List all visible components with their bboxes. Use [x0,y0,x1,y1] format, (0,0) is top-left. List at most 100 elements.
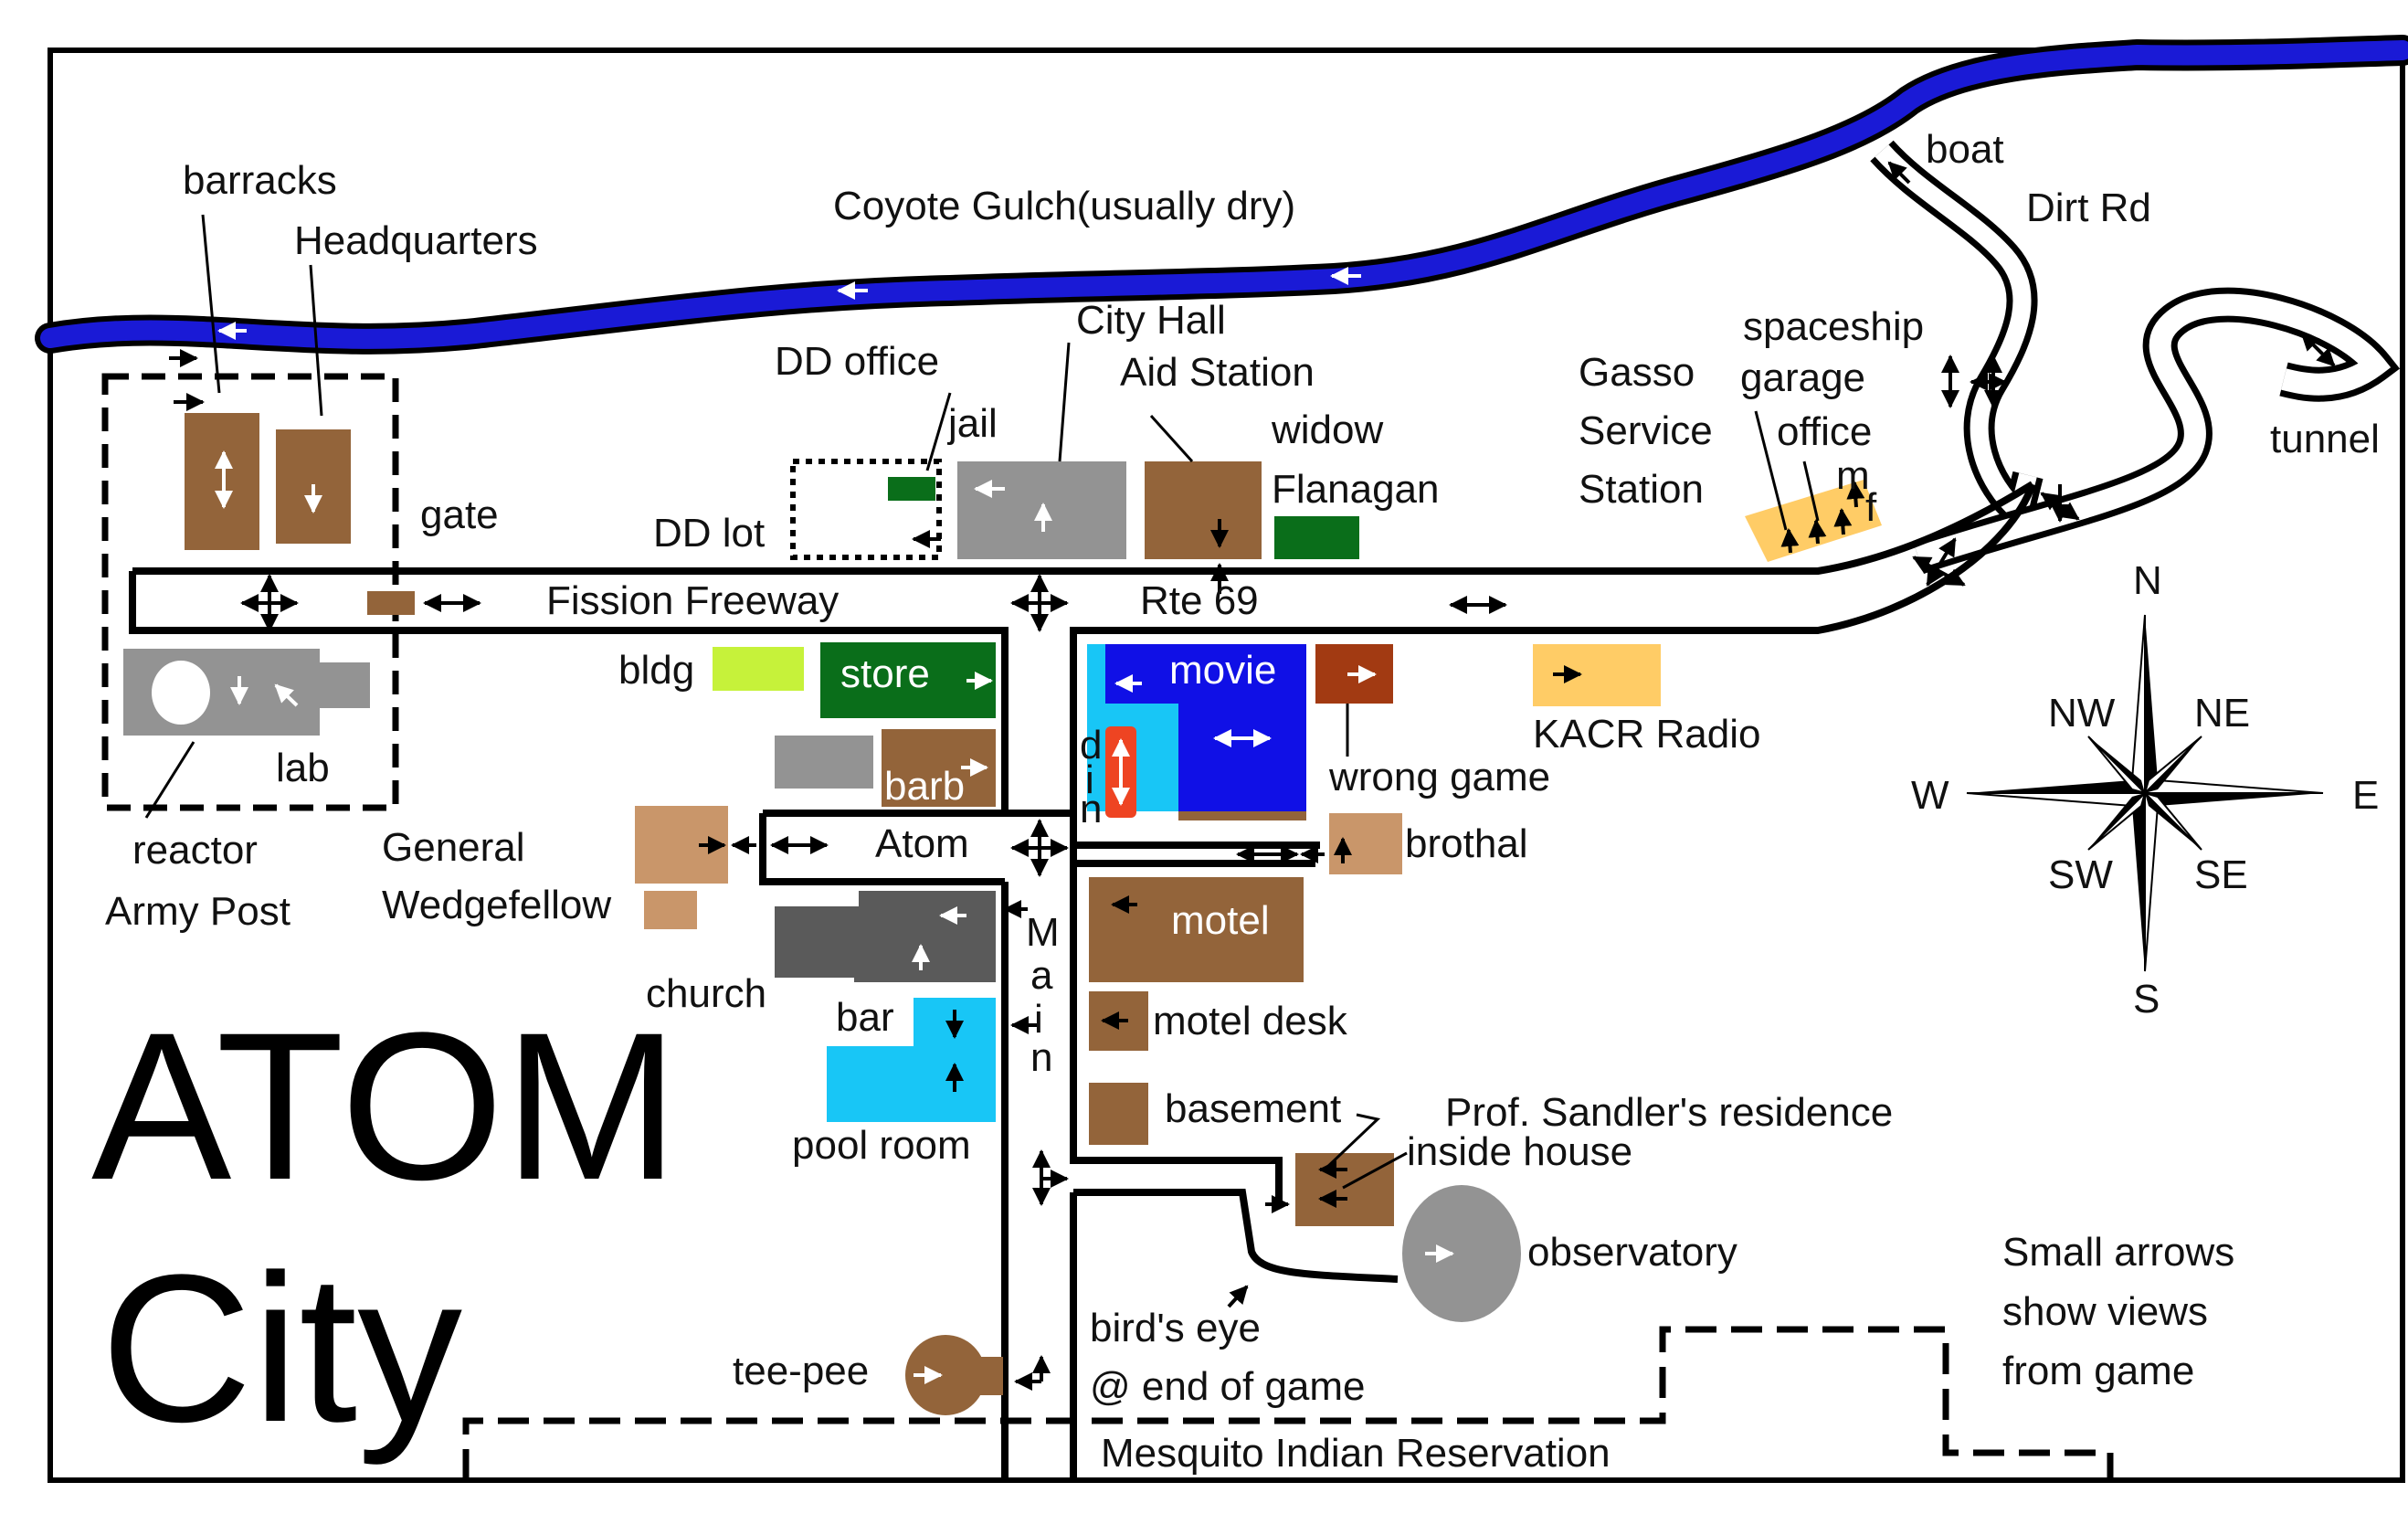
gasso-view-arrow [1846,481,1865,508]
label-widow: widow [1271,408,1383,452]
label-gasso-1: Gasso [1579,350,1695,395]
gray-building[interactable] [775,736,873,789]
label-fission-freeway: Fission Freeway [546,578,839,623]
kacr-radio-building[interactable] [1533,644,1661,706]
widow-flanagan-building[interactable] [1274,516,1359,559]
wedgefellow-building[interactable] [644,891,697,929]
brothal-building[interactable] [1329,813,1402,874]
aid-station-building[interactable] [1145,461,1262,559]
label-gate: gate [420,492,499,537]
compass-n: N [2133,558,2162,603]
label-inside-house: inside house [1407,1129,1632,1174]
label-garage: garage [1740,355,1865,400]
label-spaceship: spaceship [1743,304,1924,349]
label-mesquito-reservation: Mesquito Indian Reservation [1101,1431,1611,1476]
map-border [48,48,2405,1483]
label-sandler-residence: Prof. Sandler's residence [1445,1090,1893,1135]
atom-street-road [759,810,1005,885]
spaceship-view-arrows [1941,355,2007,408]
label-basement: basement [1165,1086,1341,1131]
label-wedgefellow: Wedgefellow [382,883,611,927]
dd-lot[interactable] [790,459,942,560]
tee-pee-building[interactable] [905,1335,986,1415]
label-dd-lot: DD lot [653,511,765,556]
freeway-intersection-arrows [1010,574,1069,632]
compass-s: S [2133,977,2160,1022]
reactor-dome[interactable] [152,661,210,725]
spaceship-pointer [1754,410,1788,531]
fission-freeway-road [129,482,2036,817]
main-street-road [1001,863,1399,1480]
label-motel: motel [1171,898,1270,943]
jail-pointer [925,392,952,471]
inside-house-pointer [1342,1151,1408,1190]
sandler-pointer [1323,1113,1381,1171]
dirt-road-inner [1875,144,2037,529]
label-barb: barb [884,764,965,809]
city-hall-pointer [1058,342,1071,462]
label-reactor: reactor [132,828,258,873]
label-observatory: observatory [1527,1230,1737,1275]
coyote-gulch-river-water [40,40,2408,349]
basement-building[interactable] [1089,1083,1148,1145]
label-brothal: brothal [1405,821,1528,866]
label-barracks: barracks [183,158,337,203]
birds-eye-view-arrow [1227,1285,1249,1308]
gasso-view-arrow [1808,519,1827,545]
observatory-dome[interactable] [1402,1185,1521,1322]
hq-pointer [309,264,323,417]
map-title-city: City [100,1231,462,1466]
label-birds-eye: bird's eye [1090,1306,1261,1350]
label-main-m: M [1026,910,1060,955]
label-tunnel: tunnel [2270,417,2380,461]
label-gasso-3: Station [1579,467,1704,512]
label-boat: boat [1926,127,2004,172]
small-brown-building[interactable] [367,591,415,615]
compass-se: SE [2194,852,2248,897]
legend-line-3: from game [2002,1349,2194,1393]
reservation-boundary [462,1326,2114,1480]
tee-pee-entrance [968,1357,1003,1395]
label-store: store [840,651,930,696]
label-dirt-rd: Dirt Rd [2026,185,2151,230]
label-main-i: i [1034,997,1043,1042]
gasso-cross-arrows [1912,537,1966,587]
label-pool-room: pool room [792,1123,971,1168]
lab-view-arrow [274,683,299,707]
label-aid-station: Aid Station [1120,350,1315,395]
label-city-hall: City Hall [1076,298,1226,343]
movie-theatre-building[interactable] [1105,644,1306,811]
label-coyote-gulch: Coyote Gulch(usually dry) [833,184,1295,228]
label-motel-desk: motel desk [1153,999,1348,1043]
label-movie: movie [1169,648,1276,693]
garage-pointer [1802,460,1820,522]
label-flanagan: Flanagan [1272,467,1439,512]
label-bldg: bldg [618,648,694,693]
label-din-d: d [1080,723,1102,768]
gasso-view-arrow [1833,508,1853,535]
label-dd-office: DD office [775,339,939,384]
label-headquarters: Headquarters [294,218,538,263]
church-building[interactable] [775,891,996,982]
label-office: office [1777,409,1872,454]
dirt-rd-view-arrows [2040,484,2080,523]
boat-view-arrow [1887,161,1911,185]
movie-floor-strip [1178,811,1306,820]
bldg-building[interactable] [713,647,804,691]
label-end-of-game: @ end of game [1090,1364,1366,1409]
motel-building[interactable] [1089,877,1304,982]
compass-rose [1966,614,2324,972]
label-f: f [1865,485,1877,530]
label-rte69: Rte 69 [1140,578,1259,623]
tunnel-road-inner [1915,293,2392,568]
label-general: General [382,825,525,870]
sandler-residence-building[interactable] [1295,1153,1394,1226]
dd-office-building[interactable] [888,477,935,501]
label-main-a: a [1030,953,1053,998]
army-post-boundary [101,373,399,811]
label-army-post: Army Post [105,889,290,934]
main-south-view-arrows [1032,1149,1069,1206]
label-din-i: i [1085,757,1094,802]
gasso-view-arrow [1780,528,1800,554]
